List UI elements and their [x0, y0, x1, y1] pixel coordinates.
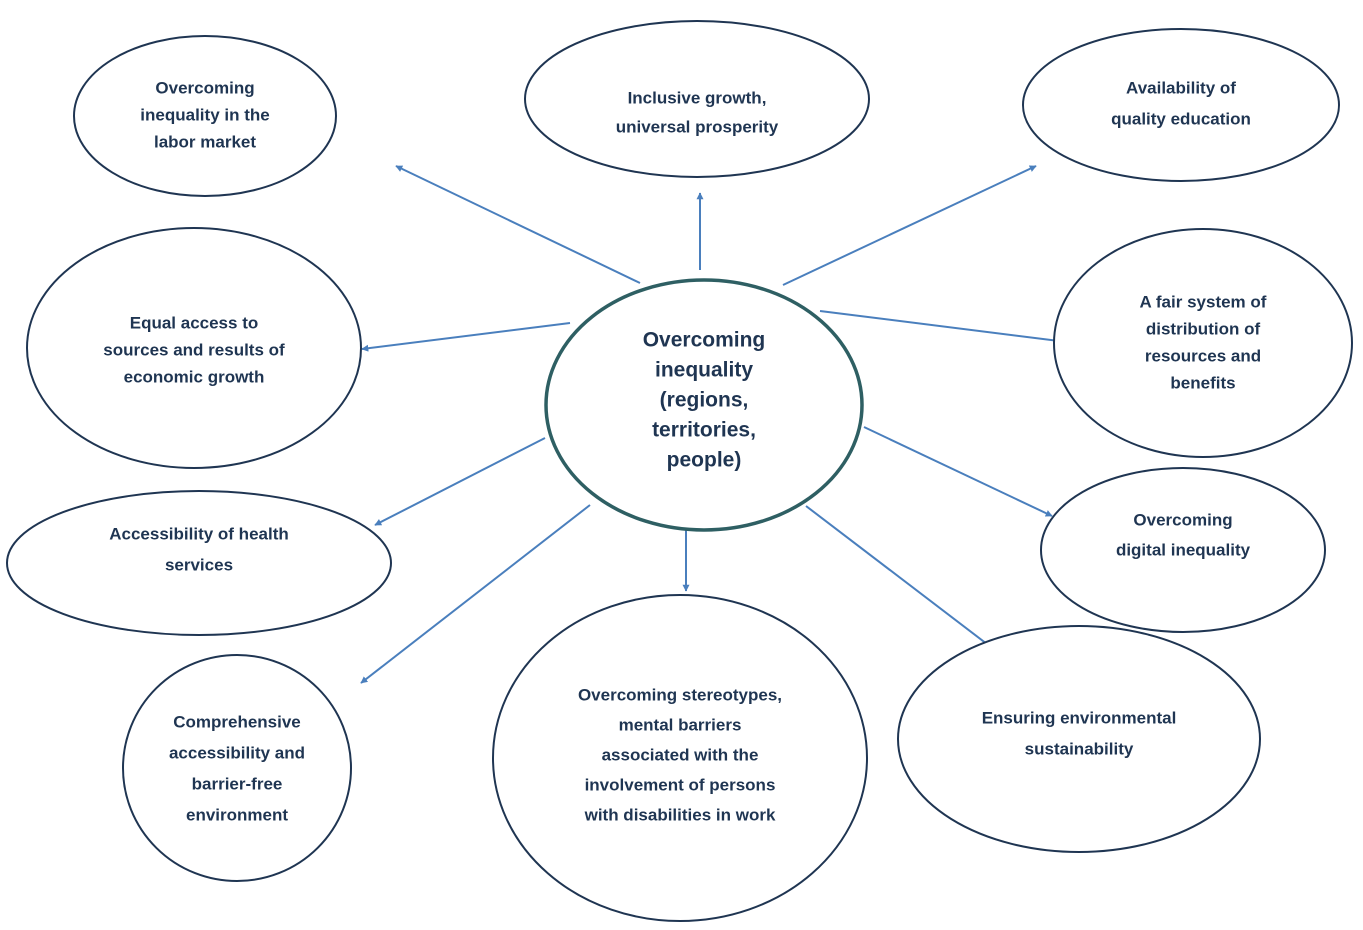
- node-barrier-free-label-line: barrier-free: [192, 774, 283, 793]
- node-labor-market-label-line: labor market: [154, 132, 256, 151]
- node-stereotypes-label-line: mental barriers: [619, 715, 742, 734]
- center-node-inequality: Overcoming inequality (regions, territories…: [544, 278, 864, 532]
- node-fair-distribution-label-line: resources and: [1145, 346, 1261, 365]
- node-stereotypes-label-line: involvement of persons: [585, 775, 776, 794]
- node-health-services-label-line: services: [165, 555, 233, 574]
- node-environmental-label-line: Ensuring environmental: [982, 708, 1177, 727]
- center-node-inequality-label-line: inequality: [655, 359, 753, 382]
- center-node-inequality-label-line: territories,: [652, 419, 756, 442]
- node-barrier-free-label-line: accessibility and: [169, 743, 305, 762]
- node-health-services-label-line: Accessibility of health: [109, 524, 289, 543]
- arrow-to-environmental: [805, 505, 1005, 658]
- node-inclusive-growth-label-line: universal prosperity: [616, 117, 779, 136]
- arrow-to-quality-education: [782, 165, 1037, 286]
- node-quality-education-label-line: quality education: [1111, 109, 1251, 128]
- node-health-services: Accessibility of health services: [6, 490, 392, 636]
- arrow-to-fair-distribution: [819, 310, 1076, 346]
- node-inclusive-growth-label-line: Inclusive growth,: [628, 88, 767, 107]
- node-inclusive-growth: Inclusive growth, universal prosperity: [524, 20, 870, 178]
- node-stereotypes-label-line: with disabilities in work: [584, 805, 776, 824]
- node-stereotypes-ellipse: [492, 594, 868, 922]
- arrows-layer: [360, 165, 1076, 684]
- center-node-inequality-ellipse: [544, 278, 864, 532]
- arrow-to-equal-access: [361, 322, 571, 352]
- node-equal-access-ellipse: [26, 227, 362, 469]
- node-environmental-ellipse: [897, 625, 1261, 853]
- node-barrier-free-label-line: environment: [186, 805, 288, 824]
- node-digital-inequality-ellipse: [1040, 467, 1326, 633]
- node-equal-access-label-line: Equal access to: [130, 313, 259, 332]
- center-node-inequality-label-line: Overcoming: [643, 329, 766, 352]
- node-quality-education: Availability of quality education: [1022, 28, 1340, 182]
- node-fair-distribution-label-line: distribution of: [1146, 319, 1261, 338]
- node-stereotypes-label-line: Overcoming stereotypes,: [578, 685, 782, 704]
- arrow-to-labor-market: [395, 165, 641, 284]
- node-labor-market: Overcoming inequality in the labor market: [73, 35, 337, 197]
- node-equal-access-label-line: economic growth: [124, 367, 265, 386]
- node-health-services-ellipse: [6, 490, 392, 636]
- nodes-layer: Overcoming inequality in the labor market I…: [6, 20, 1353, 922]
- center-node-inequality-label-line: people): [667, 449, 742, 472]
- node-fair-distribution-label-line: benefits: [1170, 373, 1235, 392]
- node-digital-inequality: Overcoming digital inequality: [1040, 467, 1326, 633]
- node-digital-inequality-label-line: Overcoming: [1133, 510, 1232, 529]
- node-fair-distribution-label-line: A fair system of: [1140, 292, 1267, 311]
- node-fair-distribution: A fair system of distribution of resources…: [1053, 228, 1353, 458]
- node-inclusive-growth-ellipse: [524, 20, 870, 178]
- arrow-to-health-services: [374, 437, 546, 526]
- node-barrier-free-ellipse: [122, 654, 352, 882]
- node-stereotypes: Overcoming stereotypes, mental barriers as…: [492, 594, 868, 922]
- node-barrier-free-label-line: Comprehensive: [173, 712, 301, 731]
- center-node-inequality-label-line: (regions,: [660, 389, 749, 412]
- node-environmental-label-line: sustainability: [1025, 739, 1134, 758]
- arrow-to-barrier-free: [360, 504, 591, 684]
- node-quality-education-ellipse: [1022, 28, 1340, 182]
- node-stereotypes-label-line: associated with the: [602, 745, 759, 764]
- arrow-to-digital-inequality: [863, 426, 1053, 517]
- node-labor-market-label-line: inequality in the: [140, 105, 269, 124]
- node-digital-inequality-label-line: digital inequality: [1116, 540, 1251, 559]
- node-environmental: Ensuring environmental sustainability: [897, 625, 1261, 853]
- node-barrier-free: Comprehensive accessibility and barrier-fr…: [122, 654, 352, 882]
- node-equal-access-label-line: sources and results of: [103, 340, 285, 359]
- node-labor-market-label-line: Overcoming: [155, 78, 254, 97]
- node-fair-distribution-ellipse: [1053, 228, 1353, 458]
- center-node: Overcoming inequality (regions, territories…: [544, 278, 864, 532]
- node-quality-education-label-line: Availability of: [1126, 78, 1236, 97]
- node-labor-market-ellipse: [73, 35, 337, 197]
- node-equal-access: Equal access to sources and results of eco…: [26, 227, 362, 469]
